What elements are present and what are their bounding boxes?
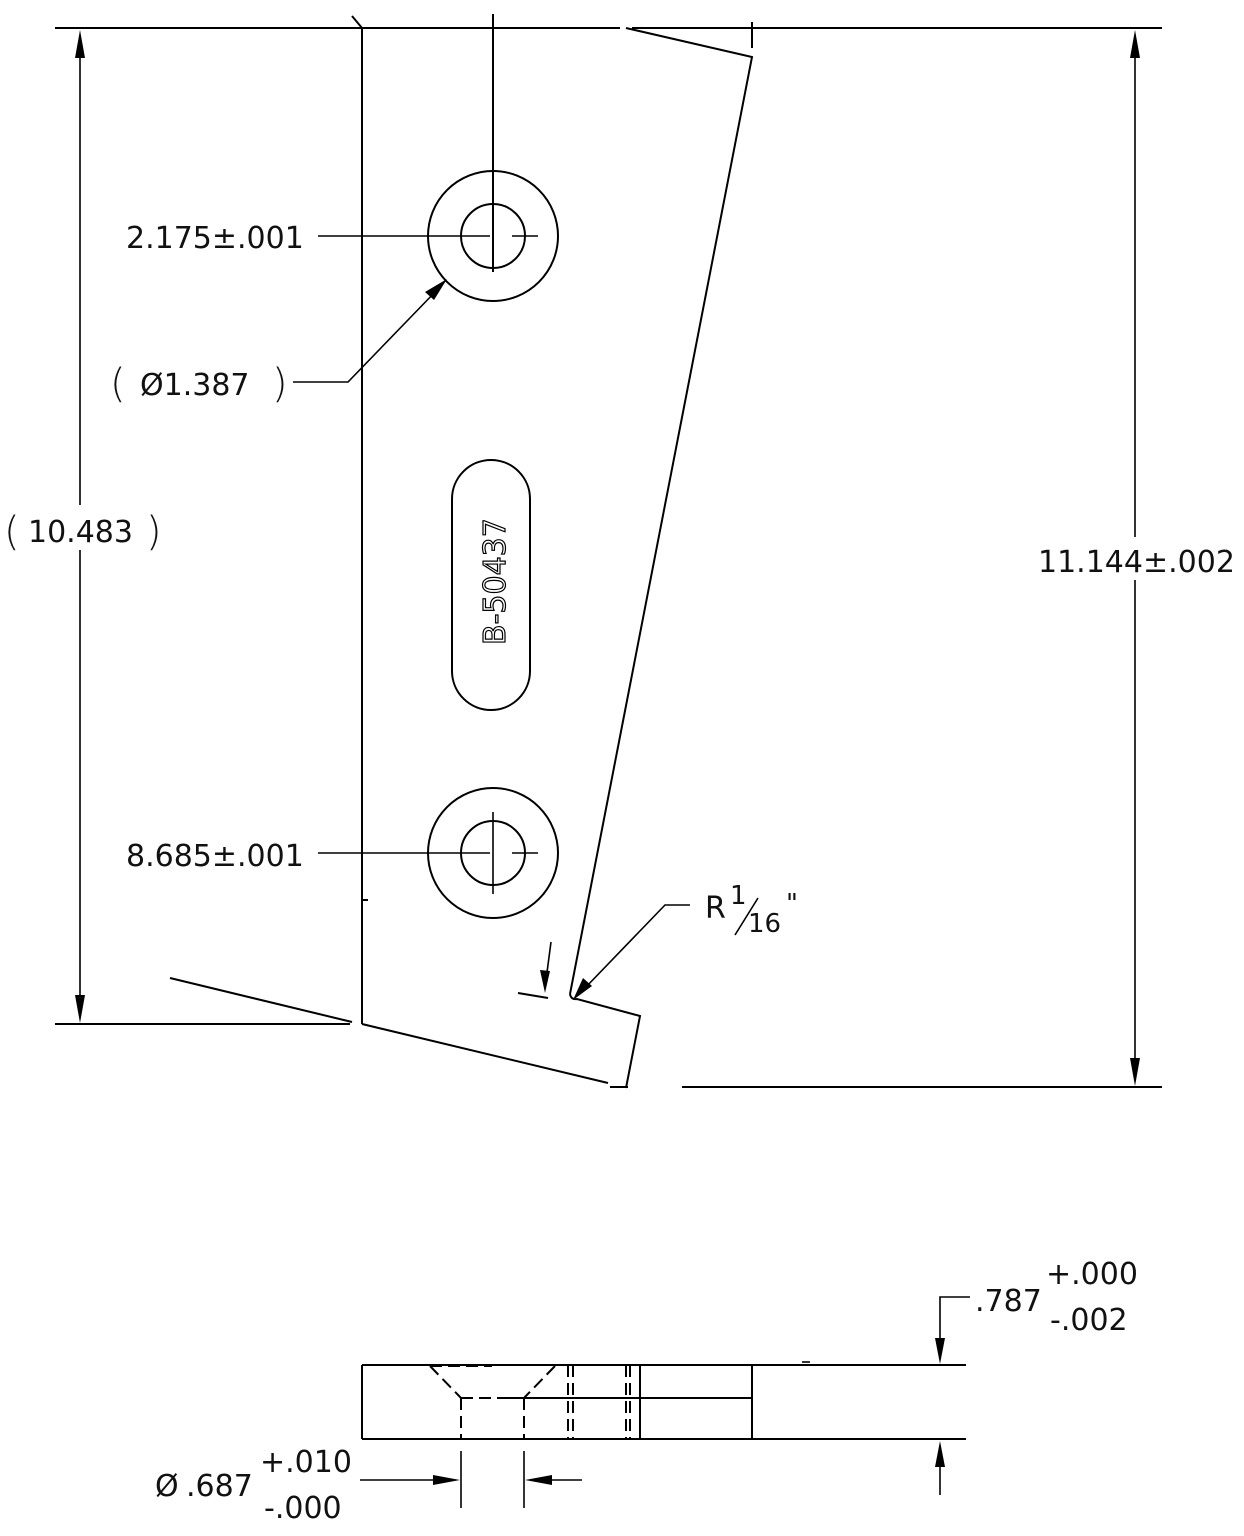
thickness-lower-tol-text: -.002 [1050, 1303, 1128, 1338]
hole-diameter-leader: ( Ø1.387 ) [110, 279, 447, 407]
svg-text:(: ( [4, 509, 20, 555]
side-view: .787 +.000 -.002 Ø .687 +.010 -.000 [155, 1257, 1138, 1526]
part-number-slot: B-50437 [451, 459, 531, 711]
radius-numerator-text: 1 [730, 881, 747, 911]
bore-nominal-text: .687 [186, 1469, 253, 1504]
radius-unit-text: " [786, 889, 798, 919]
thickness-nominal-text: .787 [975, 1284, 1042, 1319]
overall-height-text: 11.144±.002 [1038, 545, 1235, 580]
thickness-upper-tol-text: +.000 [1046, 1257, 1138, 1292]
part-outline [169, 22, 754, 1089]
hole-bottom-location-text: 8.685±.001 [126, 839, 304, 874]
bore-upper-tol-text: +.010 [260, 1445, 352, 1480]
dimension-overall-height: 11.144±.002 [1038, 30, 1235, 1086]
svg-text:): ) [272, 361, 288, 407]
corner-radius-callout: R 1 16 " [540, 881, 798, 1000]
front-view: ( 10.483 ) 11.144±.002 2.175±.001 ( Ø1. [4, 14, 1235, 1089]
dimension-thickness: .787 +.000 -.002 [935, 1257, 1138, 1495]
radius-denominator-text: 16 [748, 909, 781, 939]
hole-top-location-text: 2.175±.001 [126, 221, 304, 256]
overall-height-ref-text: 10.483 [28, 515, 133, 550]
bottom-counterbore-hole: 8.685±.001 [126, 787, 559, 919]
part-number-engraving: B-50437 [478, 518, 513, 645]
diameter-symbol: Ø [155, 1469, 179, 1504]
countersink-hidden-lines [429, 1365, 556, 1439]
svg-text:): ) [146, 509, 162, 555]
radius-prefix-text: R [705, 891, 726, 926]
svg-text:(: ( [110, 361, 126, 407]
bore-lower-tol-text: -.000 [264, 1491, 342, 1526]
top-counterbore-hole: 2.175±.001 [126, 14, 559, 302]
dimension-overall-height-ref: ( 10.483 ) [4, 30, 162, 1023]
hole-diameter-ref-text: Ø1.387 [140, 368, 250, 403]
dimension-bore-diameter: Ø .687 +.010 -.000 [155, 1445, 582, 1526]
